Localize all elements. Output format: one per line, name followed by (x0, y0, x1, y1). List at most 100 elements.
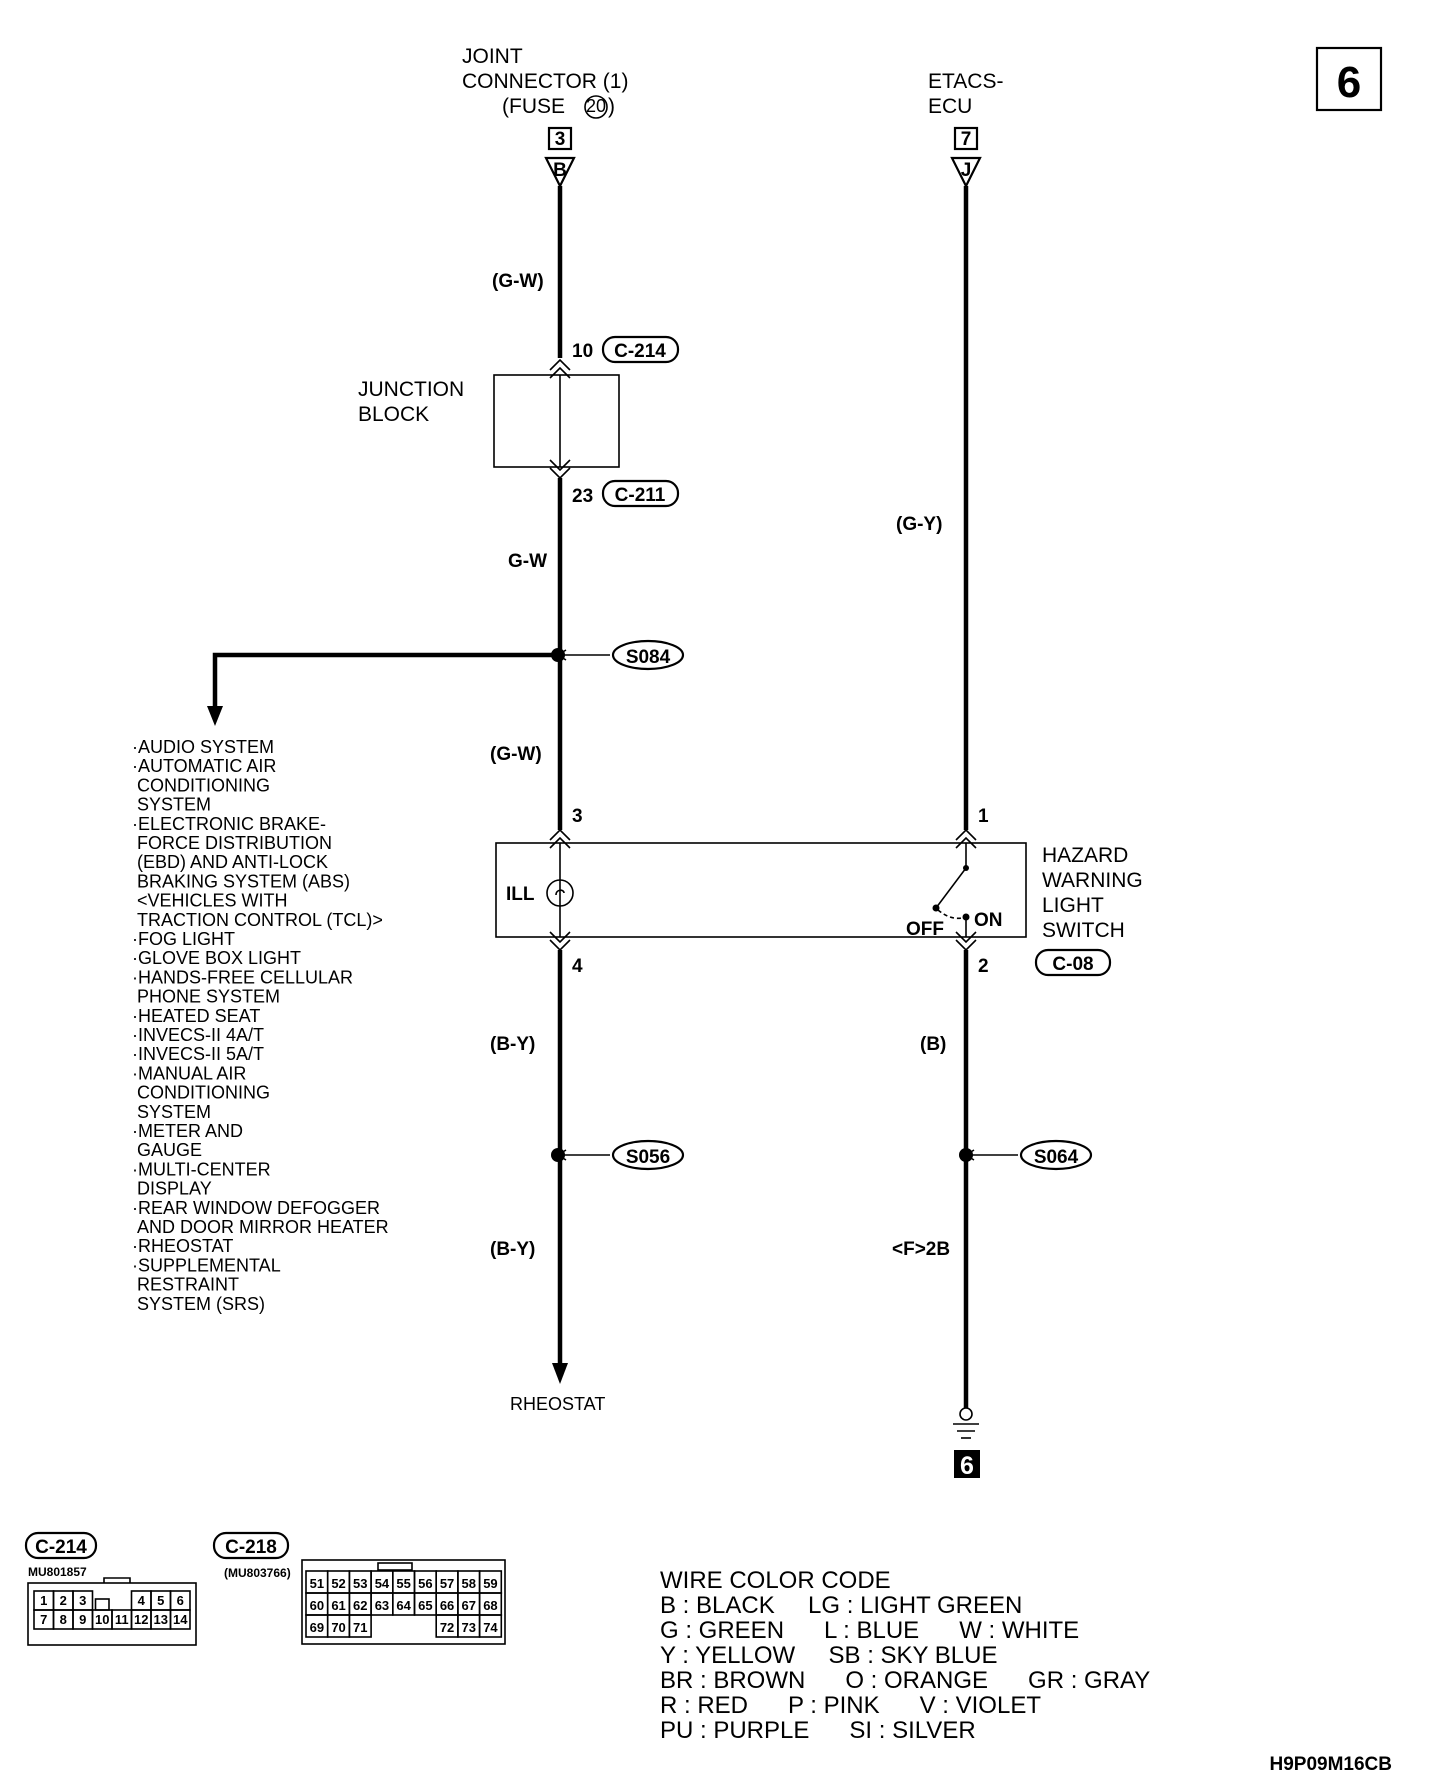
c218-pin-label: 69 (310, 1620, 324, 1635)
c218-pin-label: 62 (353, 1598, 367, 1613)
etacs-pin-number: 7 (961, 129, 972, 150)
etacs-connector-letter: J (961, 160, 972, 181)
c08-callout-text: C-08 (1052, 954, 1093, 975)
wire-color-right-upper: (G-Y) (896, 514, 942, 535)
fuse-number-circle (584, 95, 608, 119)
branch-list-line: ·INVECS-II 5A/T (132, 1044, 264, 1064)
wire-color-below-s056: (B-Y) (490, 1239, 535, 1260)
branch-list-line: ·HEATED SEAT (132, 1006, 260, 1026)
c214-pin-label: 2 (60, 1593, 67, 1608)
c218-pin-label: 54 (375, 1576, 390, 1591)
splice-s084-label: S084 (626, 647, 671, 668)
branch-list-line: ·MANUAL AIR (132, 1063, 246, 1083)
wire-color-below-switch-right: (B) (920, 1034, 946, 1055)
c214-pin-label: 11 (115, 1612, 129, 1627)
branch-systems-list: ·AUDIO SYSTEM·AUTOMATIC AIRCONDITIONINGS… (132, 737, 389, 1314)
branch-list-line: PHONE SYSTEM (137, 987, 280, 1007)
c211-callout-text: C-211 (615, 485, 666, 506)
joint-connector-label: JOINT CONNECTOR (1) (FUSE 20 ) (462, 45, 628, 119)
branch-list-line: CONDITIONING (137, 1083, 270, 1103)
c214-view-name: C-214 (35, 1537, 87, 1558)
c214-pin-label: 9 (79, 1612, 86, 1627)
branch-list-line: CONDITIONING (137, 775, 270, 795)
wire-color-above-switch-left: (G-W) (490, 744, 542, 765)
legend-line6: PU : PURPLE SI : SILVER (660, 1717, 976, 1744)
off-label: OFF (906, 919, 944, 940)
c218-pin-cell (348, 1614, 372, 1638)
splice-s064-label: S064 (1034, 1147, 1079, 1168)
legend-line4: BR : BROWN O : ORANGE GR : GRAY (660, 1667, 1150, 1694)
c211-callout (601, 479, 680, 508)
branch-list-line: ·INVECS-II 4A/T (132, 1025, 264, 1045)
c214-pin-label: 6 (177, 1593, 184, 1608)
branch-list-line: ·RHEOSTAT (132, 1236, 233, 1256)
c08-callout (1034, 948, 1112, 977)
branch-list-line: <VEHICLES WITH (137, 891, 288, 911)
branch-list-line: SYSTEM (137, 1102, 211, 1122)
c214-part-number: MU801857 (28, 1565, 87, 1579)
switch-pin-3: 3 (572, 806, 583, 827)
c214-pin-label: 10 (95, 1612, 109, 1627)
branch-list-line: ·ELECTRONIC BRAKE- (132, 814, 326, 834)
branch-list-line: ·AUTOMATIC AIR (132, 756, 276, 776)
branch-list-line: ·METER AND (132, 1121, 243, 1141)
branch-list-line: BRAKING SYSTEM (ABS) (137, 871, 350, 891)
on-label: ON (974, 910, 1003, 931)
c218-pin-label: 74 (483, 1620, 498, 1635)
c218-pin-label: 73 (462, 1620, 476, 1635)
joint-connector-line2: CONNECTOR (1) (462, 70, 628, 93)
splice-s056-label: S056 (626, 1147, 670, 1168)
branch-list-line: SYSTEM (SRS) (137, 1294, 265, 1314)
c218-pin-cell (478, 1614, 503, 1638)
junction-block: JUNCTION BLOCK (358, 374, 620, 468)
etacs-line1: ETACS- (928, 70, 1003, 93)
c218-pin-label: 55 (396, 1576, 410, 1591)
hazard-line4: SWITCH (1042, 919, 1125, 942)
c218-pin-label: 65 (418, 1598, 432, 1613)
c218-pin-label: 70 (331, 1620, 345, 1635)
legend-title: WIRE COLOR CODE (660, 1567, 891, 1594)
junction-top-pin: 10 (572, 341, 593, 362)
hazard-line3: LIGHT (1042, 894, 1104, 917)
junction-bottom-pin: 23 (572, 486, 593, 507)
c218-pin-label: 72 (440, 1620, 454, 1635)
c218-pin-label: 52 (331, 1576, 345, 1591)
ground-icon (953, 1407, 979, 1439)
c218-pin-label: 51 (310, 1576, 324, 1591)
hazard-switch-box: ILL OFF ON (495, 842, 1027, 940)
joint-connector-line1: JOINT (462, 45, 523, 68)
fuse-label: (FUSE (502, 95, 565, 118)
c214-pin-label: 3 (79, 1593, 86, 1608)
junction-block-line2: BLOCK (358, 403, 429, 426)
branch-list-line: ·REAR WINDOW DEFOGGER (132, 1198, 380, 1218)
branch-list-line: AND DOOR MIRROR HEATER (137, 1217, 389, 1237)
c214-callout-text: C-214 (614, 341, 666, 362)
c214-pin-label: 12 (134, 1612, 148, 1627)
fuse-suffix: ) (608, 95, 615, 118)
hazard-line1: HAZARD (1042, 844, 1128, 867)
hazard-line2: WARNING (1042, 869, 1143, 892)
legend-line5: R : RED P : PINK V : VIOLET (660, 1692, 1041, 1719)
page-marker-number: 6 (1337, 58, 1361, 107)
splice-s064-callout (1019, 1139, 1093, 1171)
c218-pin-label: 66 (440, 1598, 454, 1613)
c218-pin-label: 71 (353, 1620, 367, 1635)
c218-pin-label: 53 (353, 1576, 367, 1591)
joint-connector-pin-number: 3 (555, 129, 566, 150)
switch-contact-arm (935, 867, 967, 909)
c218-pin-label: 63 (375, 1598, 389, 1613)
branch-list-line: ·AUDIO SYSTEM (132, 737, 274, 757)
switch-pin-4: 4 (572, 956, 583, 977)
c218-pin-label: 64 (396, 1598, 411, 1613)
etacs-ecu-pin: 7 J (950, 126, 982, 189)
c218-part-number: (MU803766) (224, 1566, 291, 1580)
c214-pin-label: 8 (60, 1612, 67, 1627)
c214-pin-label: 4 (138, 1593, 146, 1608)
branch-list-line: (EBD) AND ANTI-LOCK (137, 852, 328, 872)
branch-list-line: ·SUPPLEMENTAL (132, 1255, 281, 1275)
branch-list-line: DISPLAY (137, 1179, 212, 1199)
wire-color-below-switch-left: (B-Y) (490, 1034, 535, 1055)
wire-color-below-s064: <F>2B (892, 1239, 950, 1260)
